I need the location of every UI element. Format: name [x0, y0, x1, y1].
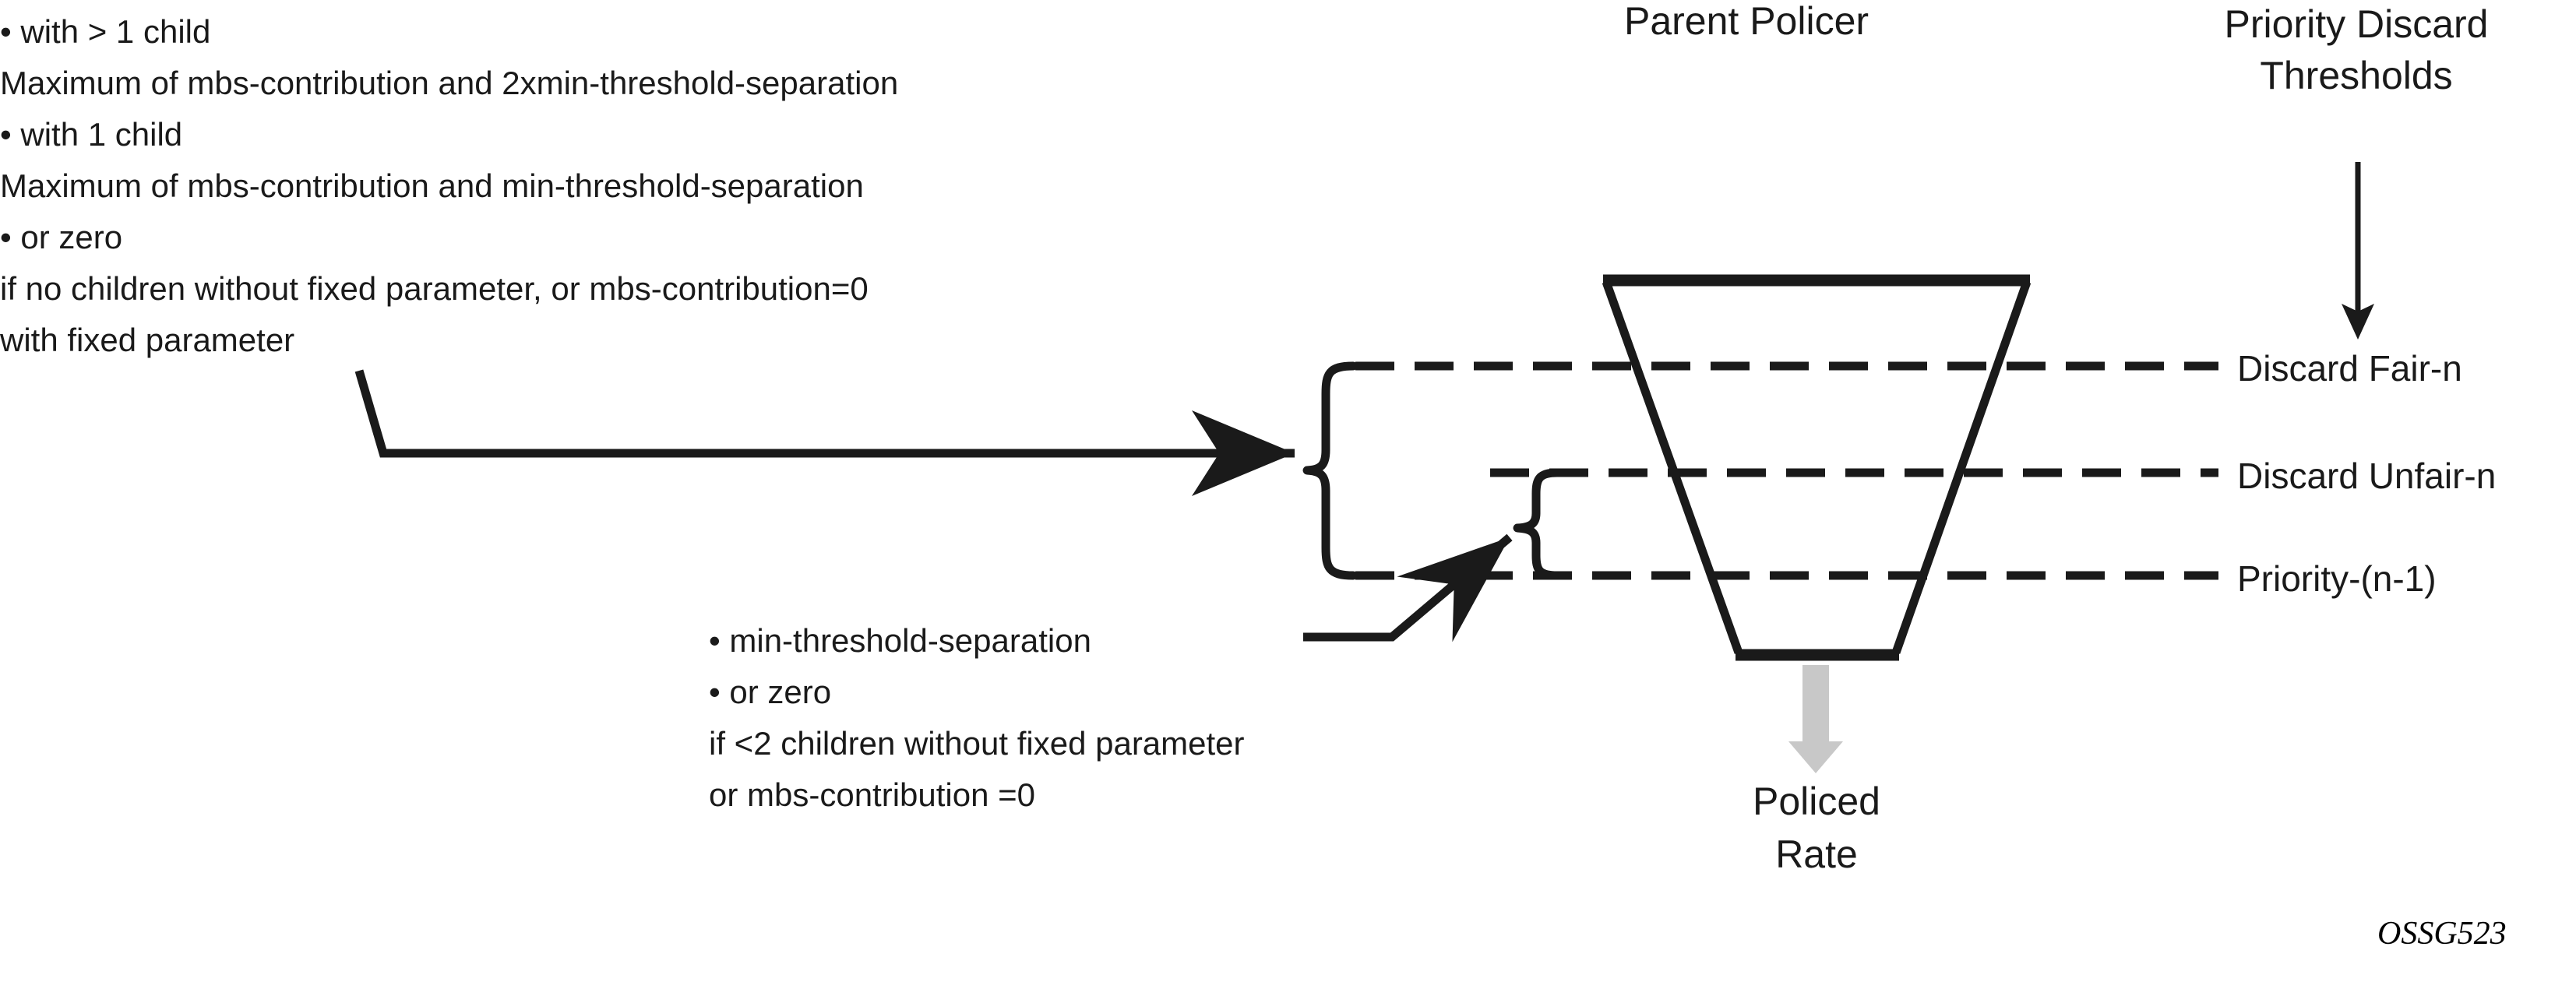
threshold-label-priority-n-1: Priority-(n-1) [2237, 558, 2437, 599]
policed-rate-down-arrow-icon [1788, 665, 1843, 773]
note-line: or mbs-contribution =0 [709, 776, 1036, 813]
note-line: if <2 children without fixed parameter [709, 725, 1245, 762]
mbs-contribution-note: • with > 1 child Maximum of mbs-contribu… [0, 6, 1340, 366]
note-line: if no children without fixed parameter, … [0, 270, 869, 307]
note-line: • with > 1 child [0, 13, 211, 50]
large-curly-brace-icon [1302, 361, 1358, 580]
threshold-pointer-down-arrow-icon [2342, 162, 2374, 340]
note-line: Maximum of mbs-contribution and min-thre… [0, 167, 864, 204]
threshold-label-discard-fair-n: Discard Fair-n [2237, 348, 2462, 389]
priority-discard-thresholds-title-line2: Thresholds [2260, 54, 2453, 97]
mbs-note-leader-arrow-icon [354, 369, 1295, 496]
policed-rate-label-line2: Rate [1775, 832, 1858, 876]
threshold-label-discard-unfair-n: Discard Unfair-n [2237, 456, 2497, 496]
figure-id-watermark: OSSG523 [2377, 916, 2507, 952]
threshold-dashed-lines [1355, 361, 2218, 580]
note-line: • with 1 child [0, 116, 183, 153]
note-line: • min-threshold-separation [709, 622, 1091, 659]
funnel-trapezoid-icon [1602, 274, 2032, 661]
separation-note-leader-arrow-icon [1303, 533, 1513, 642]
note-line: with fixed parameter [0, 322, 295, 358]
parent-policer-title: Parent Policer [1624, 0, 1869, 43]
note-line: Maximum of mbs-contribution and 2xmin-th… [0, 65, 899, 101]
min-threshold-separation-note: • min-threshold-separation • or zero if … [709, 615, 1566, 821]
note-line: • or zero [0, 219, 123, 255]
policed-rate-label-line1: Policed [1753, 780, 1880, 823]
note-line: • or zero [709, 674, 832, 710]
priority-discard-thresholds-title-line1: Priority Discard [2224, 2, 2489, 46]
small-curly-brace-icon [1513, 468, 1562, 580]
